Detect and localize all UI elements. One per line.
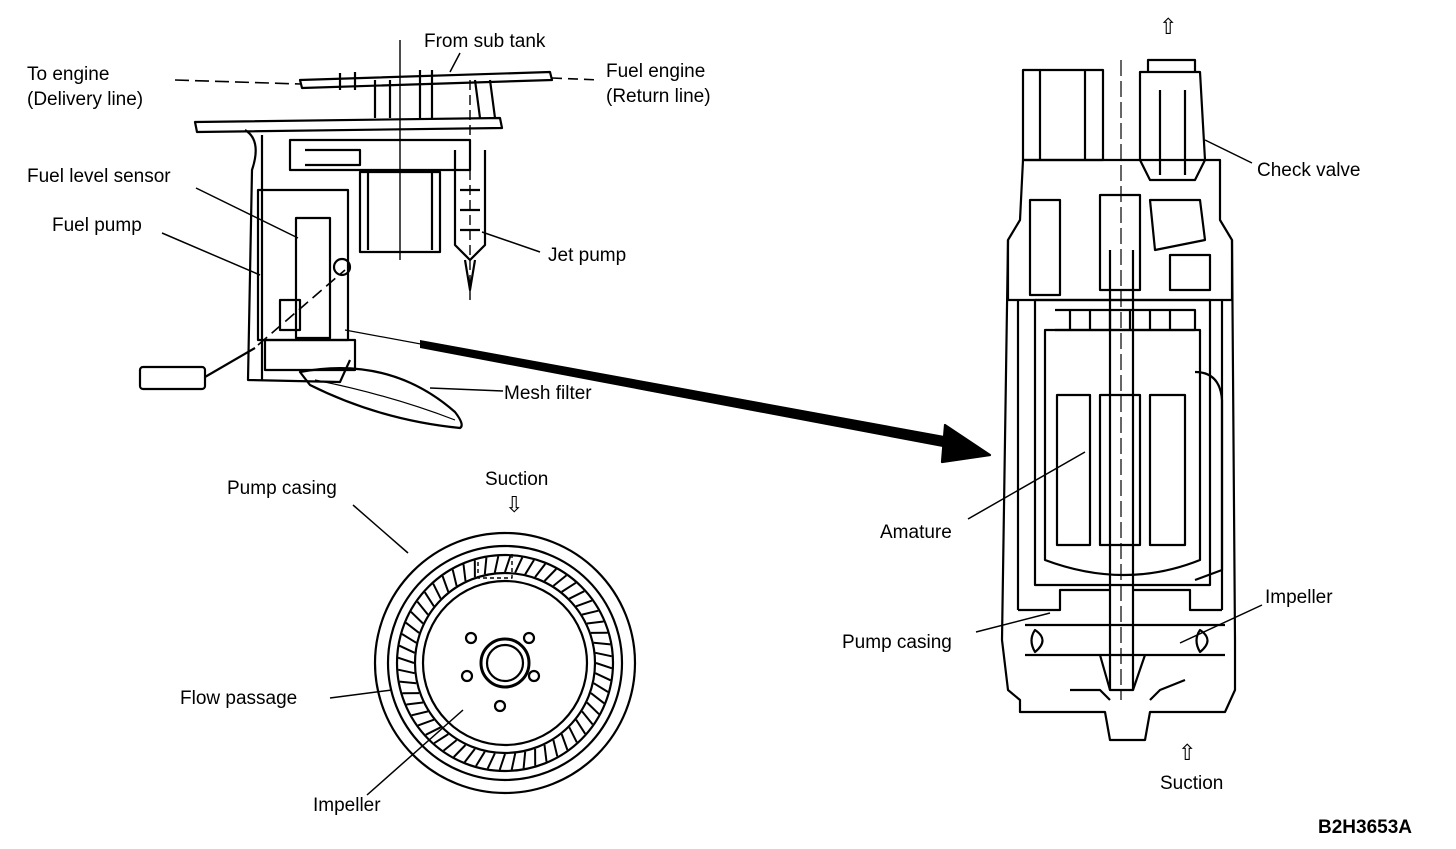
pump-casing-right-label: Pump casing [842,632,952,654]
impeller-blade [453,570,457,586]
impeller-blade [443,576,449,592]
impeller-blade [476,752,485,766]
impeller-blade [412,711,428,715]
impeller-blade [569,591,584,599]
to-engine-label: To engine [27,64,109,86]
impeller-blade [545,569,557,581]
impeller-blade [587,703,599,715]
impeller-right-label: Impeller [1265,587,1333,609]
pump-casing-left-label: Pump casing [227,478,337,500]
impeller-blade [398,670,414,674]
impeller-blade [535,564,545,577]
impeller-blade [512,753,516,769]
suction-left-label: Suction [485,469,548,491]
amature-label: Amature [880,522,952,544]
impeller-blade [587,622,604,624]
impeller-blade [495,556,499,572]
delivery-line-label: (Delivery line) [27,89,143,111]
figure-code-label: B2H3653A [1318,817,1412,839]
return-line-label: (Return line) [606,86,711,108]
fuel-engine-label: Fuel engine [606,61,705,83]
from-sub-tank-label: From sub tank [424,31,545,53]
impeller-blade [525,560,534,574]
impeller-blade [411,612,423,624]
fuel-level-sensor-label: Fuel level sensor [27,166,171,188]
impeller-blade [434,734,448,743]
impeller-blade [595,673,610,680]
impeller-blade [562,734,568,750]
impeller-blade [418,720,434,726]
impeller-blade [594,643,611,645]
jet-pump-label: Jet pump [548,245,626,267]
impeller-blade [465,749,475,762]
impeller-blade [417,602,428,615]
suction-up-arrow-icon: ⇧ [1178,742,1196,764]
impeller-blade [454,745,466,757]
fuel-pump-label: Fuel pump [52,215,142,237]
impeller-blade [515,557,522,572]
impeller-blade [576,720,585,734]
impeller-blade [594,683,608,692]
impeller-blade [576,601,592,607]
impeller-blade [488,753,495,768]
impeller-blade [406,703,423,705]
impeller-blade [400,682,417,684]
outlet-arrow-icon: ⇧ [1159,16,1177,38]
impeller-blade [545,745,547,762]
pump-cross-section [1002,60,1235,740]
impeller-blade [524,752,526,769]
impeller-blade [425,592,434,606]
impeller-blade [595,653,611,657]
detail-arrow [345,330,990,462]
fuel-pump-assembly [140,40,600,428]
impeller-blade [591,693,604,703]
impeller-left-label: Impeller [313,795,381,817]
suction-down-arrow-icon: ⇩ [505,494,523,516]
impeller-blade [464,564,466,581]
impeller-blade [553,740,557,756]
impeller-blade [402,634,416,643]
impeller-blade [433,584,441,599]
impeller-blade [500,754,505,770]
impeller-blade [569,727,577,742]
suction-right-label: Suction [1160,773,1223,795]
check-valve-label: Check valve [1257,160,1361,182]
impeller-blade [562,583,576,592]
mesh-filter-label: Mesh filter [504,383,592,405]
impeller-blade [406,623,419,633]
impeller-blade [399,646,414,653]
impeller-blade [398,658,414,663]
impeller-blade [553,575,566,586]
impeller-blade [582,711,593,724]
flow-passage-label: Flow passage [180,688,297,710]
impeller-blade [596,663,612,668]
impeller-blade [444,740,457,751]
impeller-blade [582,611,598,615]
impeller-blade [505,556,510,572]
impeller-blade [485,558,487,575]
